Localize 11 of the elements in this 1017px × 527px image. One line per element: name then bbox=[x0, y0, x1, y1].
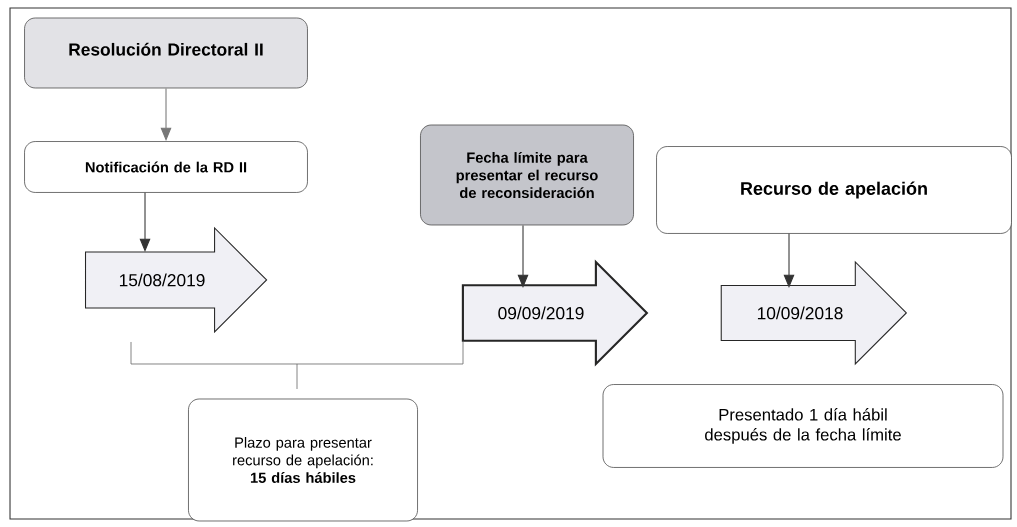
note-box: Presentado 1 día hábil después de la fecha límite bbox=[602, 384, 1004, 468]
node-label: Recurso de apelación bbox=[741, 181, 927, 199]
process-box: Fecha límite para presentar el recurso de reconsideración bbox=[420, 124, 634, 226]
process-box: Resolución Directoral II bbox=[24, 17, 308, 89]
node-label: Plazo para presentar recurso de apelación: 15 días hábiles bbox=[233, 437, 373, 483]
arrow bbox=[517, 224, 529, 288]
process-box: Notificación de la RD II bbox=[24, 141, 308, 193]
note-box: Plazo para presentar recurso de apelación: 15 días hábiles bbox=[188, 398, 418, 522]
arrow bbox=[139, 192, 151, 252]
arrow bbox=[783, 233, 795, 288]
process-box: Recurso de apelación bbox=[656, 146, 1012, 234]
